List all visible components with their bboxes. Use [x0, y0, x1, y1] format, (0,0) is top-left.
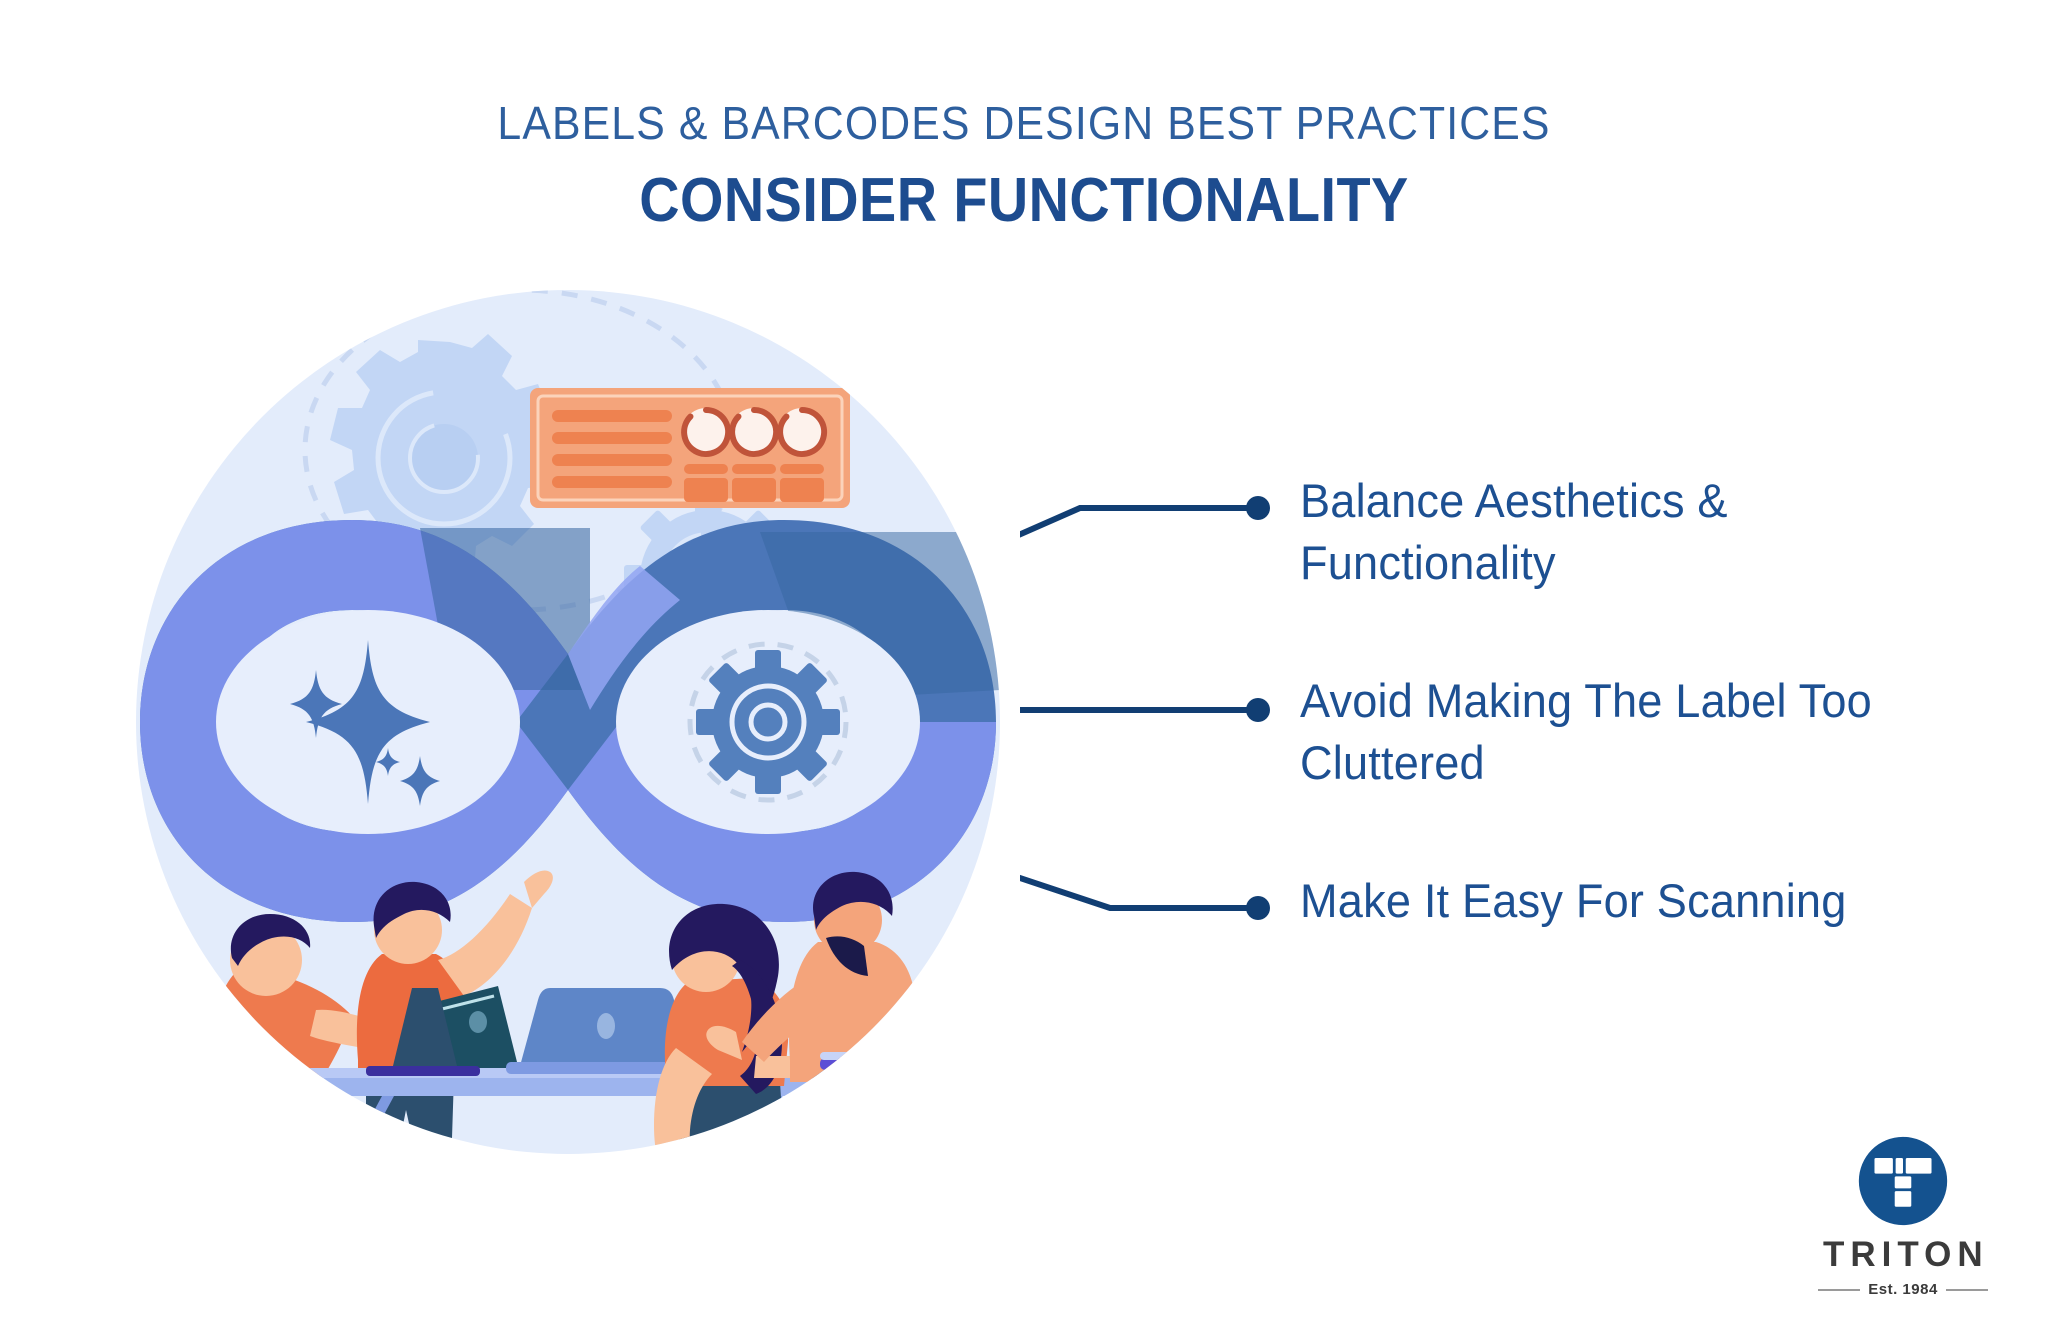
logo-wordmark: TRITON — [1823, 1235, 1989, 1274]
team-collaboration-illustration — [120, 270, 1040, 1200]
triton-logo: TRITON Est. 1984 — [1818, 1135, 1989, 1298]
infinity-loop — [140, 520, 1000, 922]
logo-rule-left — [1818, 1288, 1861, 1291]
header: LABELS & BARCODES DESIGN BEST PRACTICES … — [0, 0, 2048, 232]
bullet-dot-1 — [1246, 496, 1270, 520]
logo-established-row: Est. 1984 — [1818, 1281, 1989, 1298]
bullet-label-2: Avoid Making The Label Too Cluttered — [1300, 674, 1872, 790]
large-gear — [330, 334, 554, 574]
progress-gauges — [681, 406, 828, 457]
bullet-label-1: Balance Aesthetics & Functionality — [1300, 474, 1728, 590]
bullet-label-3: Make It Easy For Scanning — [1300, 874, 1847, 927]
laptop-right — [506, 988, 706, 1074]
blue-gear — [687, 641, 849, 803]
bullet-item-2: Avoid Making The Label Too Cluttered — [1300, 670, 1920, 794]
sparkle-stars — [290, 640, 440, 806]
logo-rule-right — [1945, 1288, 1989, 1291]
triton-t-monogram-icon — [1858, 1136, 1948, 1226]
page-title: CONSIDER FUNCTIONALITY — [639, 166, 1409, 235]
bullet-item-1: Balance Aesthetics & Functionality — [1300, 470, 1920, 594]
bullet-list: Balance Aesthetics & Functionality Avoid… — [1020, 470, 2020, 1010]
page-eyebrow: LABELS & BARCODES DESIGN BEST PRACTICES — [497, 97, 1551, 149]
connector-line-1 — [1020, 505, 1253, 538]
logo-established-text: Est. 1984 — [1868, 1281, 1938, 1298]
orange-dashboard-panel — [530, 388, 850, 508]
laptop-left — [366, 988, 480, 1076]
bullet-dot-3 — [1246, 896, 1270, 920]
connector-line-3 — [1020, 874, 1253, 911]
bullet-item-3: Make It Easy For Scanning — [1300, 870, 1869, 932]
bullet-dot-2 — [1246, 698, 1270, 722]
